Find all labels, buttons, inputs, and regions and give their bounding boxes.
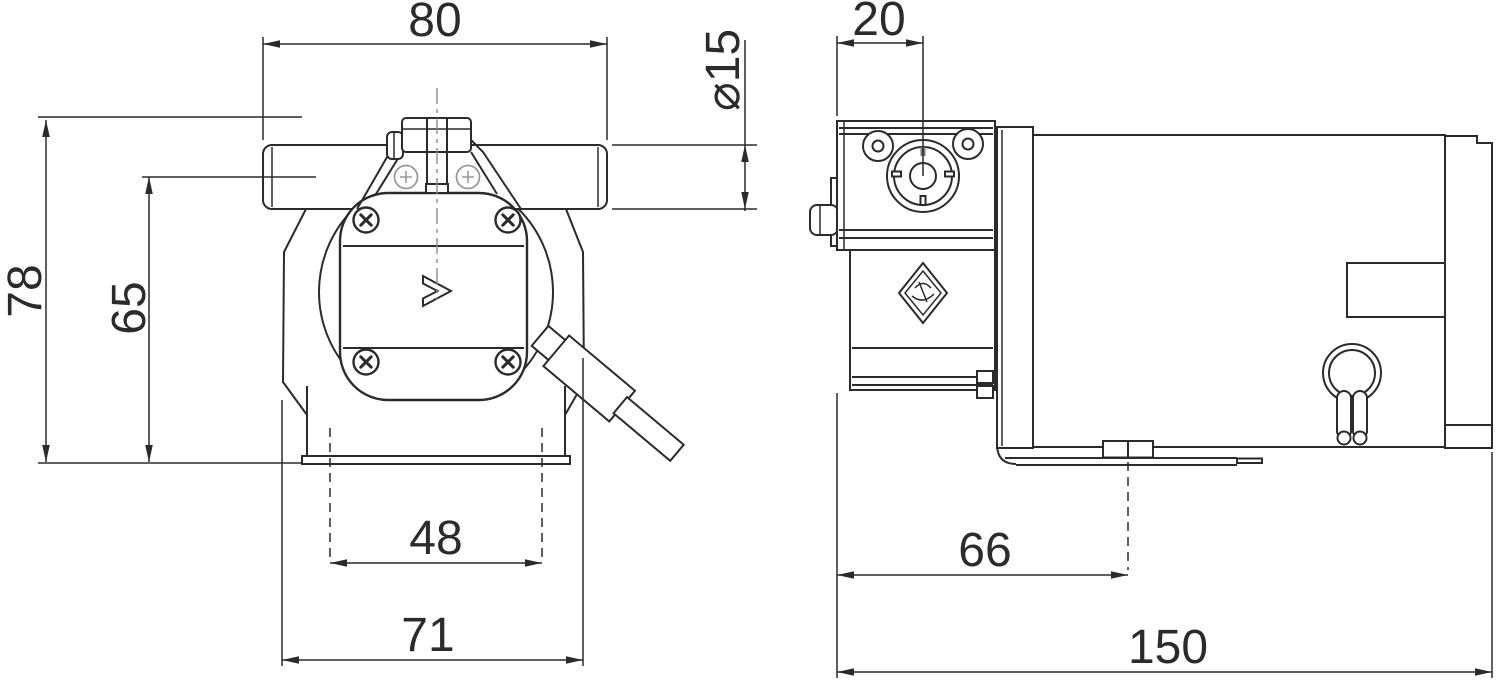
dim-label: ⌀15 bbox=[697, 29, 750, 111]
manufacturer-logo-icon bbox=[897, 261, 949, 325]
bracket-corner bbox=[996, 443, 1017, 465]
motor-end-cap bbox=[1444, 135, 1493, 449]
mounting-bracket-side bbox=[996, 126, 1263, 466]
cable-gland bbox=[1322, 343, 1382, 446]
clamp-knob bbox=[386, 131, 404, 160]
screw-icon bbox=[352, 206, 380, 234]
clamp-flare-right bbox=[470, 139, 522, 210]
dimension-hose-diameter: ⌀15 bbox=[612, 29, 757, 211]
dimension-71: 71 bbox=[281, 358, 584, 666]
clamp-screw-icon bbox=[393, 164, 419, 190]
terminal-box bbox=[1346, 262, 1446, 318]
clamp-screw-icon bbox=[455, 164, 481, 190]
pump-head bbox=[809, 120, 996, 251]
dim-label: 150 bbox=[1128, 621, 1208, 674]
dimension-20: 20 bbox=[836, 0, 924, 176]
dim-label: 66 bbox=[958, 524, 1011, 577]
side-view bbox=[809, 120, 1493, 466]
side-nub bbox=[809, 204, 839, 236]
dimension-66: 66 bbox=[837, 462, 1129, 579]
front-view bbox=[262, 88, 686, 465]
dim-label: 80 bbox=[408, 0, 461, 47]
dim-label: 48 bbox=[409, 512, 462, 565]
dimension-48: 48 bbox=[329, 428, 543, 567]
screw-icon bbox=[494, 206, 522, 234]
direction-arrow-icon bbox=[422, 274, 454, 308]
dim-label: 65 bbox=[103, 281, 156, 334]
cable-lead bbox=[612, 395, 686, 463]
dimension-80: 80 bbox=[262, 0, 608, 140]
power-cable bbox=[530, 324, 686, 463]
screw-icon bbox=[494, 348, 522, 376]
dimension-150: 150 bbox=[836, 393, 1493, 678]
roller-icon bbox=[952, 128, 984, 160]
bracket-plate bbox=[996, 126, 1034, 449]
dim-label: 71 bbox=[401, 609, 454, 662]
dim-label: 78 bbox=[0, 264, 52, 317]
pump-body-side bbox=[849, 239, 996, 399]
dim-label: 20 bbox=[852, 0, 905, 46]
bracket-foot-tab bbox=[1236, 457, 1263, 464]
dimension-78: 78 bbox=[0, 116, 303, 464]
roller-icon bbox=[862, 130, 894, 162]
dimension-65: 65 bbox=[103, 176, 316, 462]
screw-icon bbox=[352, 348, 380, 376]
base-plate bbox=[301, 455, 571, 465]
